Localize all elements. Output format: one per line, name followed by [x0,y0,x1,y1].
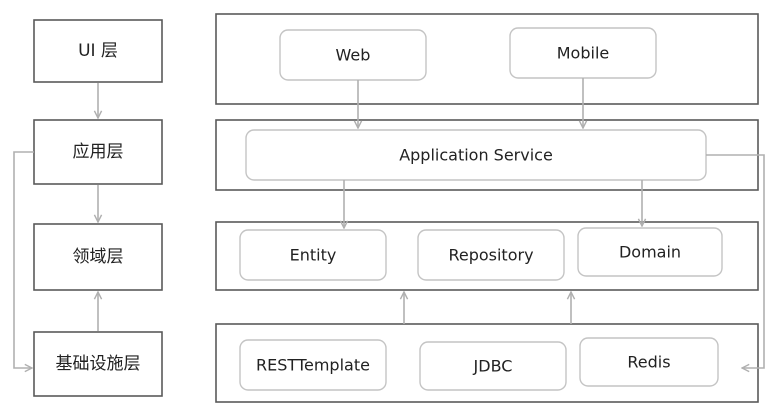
arrow-application-to-infrastructure-left [13,151,34,368]
component-box-redis [579,337,719,387]
layer-box-ui [33,19,163,83]
layer-label-application: 应用层 [73,142,124,162]
component-column: Web Mobile Application Service Entity Re… [215,13,765,403]
component-label-domain: Domain [619,243,681,262]
layer-label-domain: 领域层 [73,247,124,267]
layer-label-ui: UI 层 [78,41,118,61]
arrow-application-service-to-infrastructure-right [706,154,765,368]
component-label-entity: Entity [290,246,337,265]
component-box-web [279,29,427,81]
component-box-domain [577,227,723,277]
component-label-application-service: Application Service [399,146,553,165]
component-box-resttemplate [239,339,387,391]
component-label-web: Web [336,46,371,65]
layer-box-application [33,119,163,185]
layer-box-domain [33,223,163,291]
layer-label-infrastructure: 基础设施层 [56,354,141,374]
component-label-redis: Redis [627,353,670,372]
component-label-jdbc: JDBC [473,357,513,376]
component-label-repository: Repository [448,246,533,265]
layer-box-infrastructure [33,331,163,397]
component-box-repository [417,229,565,281]
component-label-resttemplate: RESTTemplate [256,356,370,375]
component-box-jdbc [419,341,567,391]
layer-column: UI 层 应用层 领域层 基础设施层 [13,19,163,397]
component-box-entity [239,229,387,281]
component-label-mobile: Mobile [557,44,609,63]
